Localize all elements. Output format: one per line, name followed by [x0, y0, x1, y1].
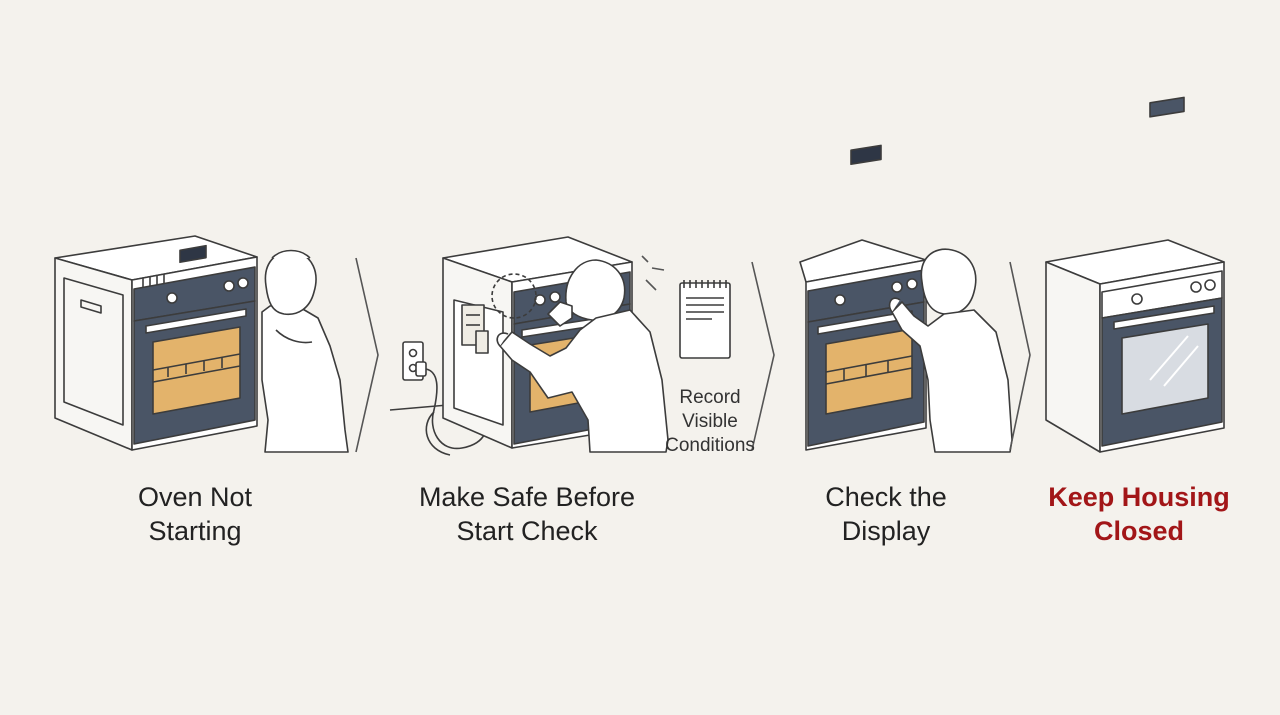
record-note-line-3: Conditions: [665, 435, 755, 456]
step-4-caption-line-1: Keep Housing: [1048, 482, 1230, 512]
step-2-illustration: [389, 236, 669, 456]
step-3-illustration: [799, 144, 1013, 453]
notepad-icon: [679, 280, 731, 359]
step-2-caption: Make Safe Before Start Check: [397, 480, 657, 548]
step-2-caption-line-1: Make Safe Before: [418, 482, 636, 512]
step-2-caption-line-2: Start Check: [456, 516, 598, 546]
step-3-caption: Check the Display: [786, 480, 986, 548]
step-1-illustration: [54, 235, 349, 453]
step-4-caption: Keep Housing Closed: [1029, 480, 1249, 548]
chevron-right-icon: [751, 261, 775, 451]
step-3-caption-line-1: Check the: [825, 482, 947, 512]
chevron-right-icon: [355, 257, 379, 453]
oven-icon: [799, 144, 927, 451]
person-icon: [888, 248, 1013, 453]
step-4-caption-line-2: Closed: [1093, 516, 1185, 546]
oven-icon: [54, 235, 258, 451]
oven-icon: [1045, 96, 1225, 453]
step-4-illustration: [1045, 96, 1225, 453]
person-icon: [496, 259, 669, 453]
step-1-caption: Oven Not Starting: [95, 480, 295, 548]
step-3-caption-line-2: Display: [841, 516, 931, 546]
record-note-line-1: Record: [679, 387, 741, 408]
step-1-caption-line-2: Starting: [148, 516, 242, 546]
power-outlet-icon: [402, 341, 427, 381]
record-note: Record Visible Conditions: [645, 386, 775, 458]
chevron-right-icon: [1009, 261, 1031, 451]
person-icon: [261, 249, 349, 453]
motion-lines: [641, 255, 665, 291]
step-1-caption-line-1: Oven Not: [137, 482, 253, 512]
record-note-line-2: Visible: [682, 411, 738, 432]
